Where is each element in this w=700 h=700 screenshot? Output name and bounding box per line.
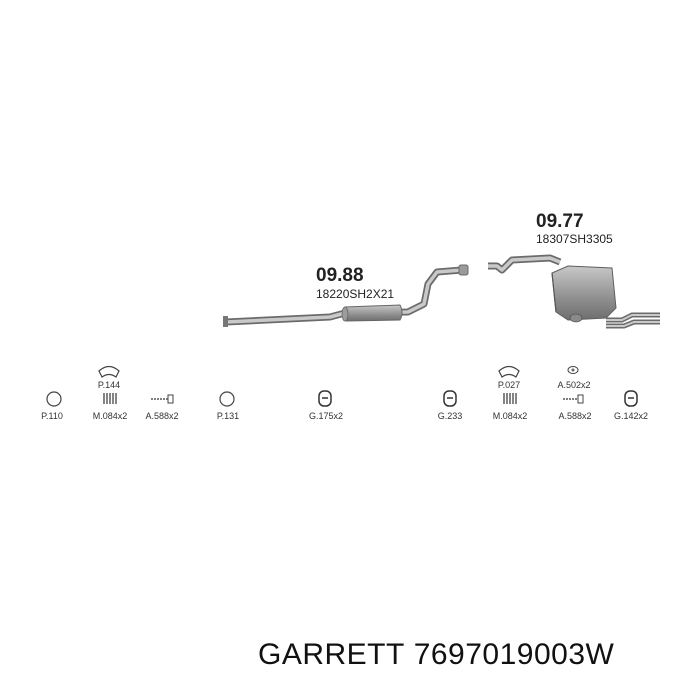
bolt-icon [151,394,174,404]
rubber-hanger-icon [624,390,638,407]
nut-icon [567,366,579,374]
oem-number-0977: 18307SH3305 [536,232,613,246]
accessory-label: M.084x2 [492,411,528,421]
spring-icon [503,393,517,404]
rubber-hanger-icon [443,390,457,407]
part-number-0977: 09.77 [536,211,584,232]
spring-icon [103,393,117,404]
accessory-label: P.131 [216,411,240,421]
gasket-ring-icon [498,365,520,378]
accessory-label: M.084x2 [92,411,128,421]
bolt-icon [563,394,584,404]
rear-muffler-section [488,254,660,329]
accessory-label: G.233 [437,411,463,421]
footer-part-number: 7697019003W [413,638,615,671]
accessory-label: G.175x2 [308,411,344,421]
gasket-ring-icon [219,391,235,407]
accessory-label: A.502x2 [557,380,591,390]
accessory-label: G.142x2 [613,411,649,421]
rubber-hanger-icon [318,390,332,407]
accessory-label: P.027 [497,380,521,390]
gasket-ring-icon [98,365,120,378]
accessory-label: A.588x2 [558,411,592,421]
gasket-ring-icon [46,391,62,407]
part-number-0988: 09.88 [316,265,364,286]
footer-caption: GARRETT 7697019003W [258,638,614,672]
accessory-label: A.588x2 [145,411,179,421]
accessory-label: P.144 [97,380,121,390]
center-pipe-section [223,264,469,327]
brand-name: GARRETT [258,638,405,671]
accessory-label: P.110 [41,411,63,421]
oem-number-0988: 18220SH2X21 [316,287,395,301]
